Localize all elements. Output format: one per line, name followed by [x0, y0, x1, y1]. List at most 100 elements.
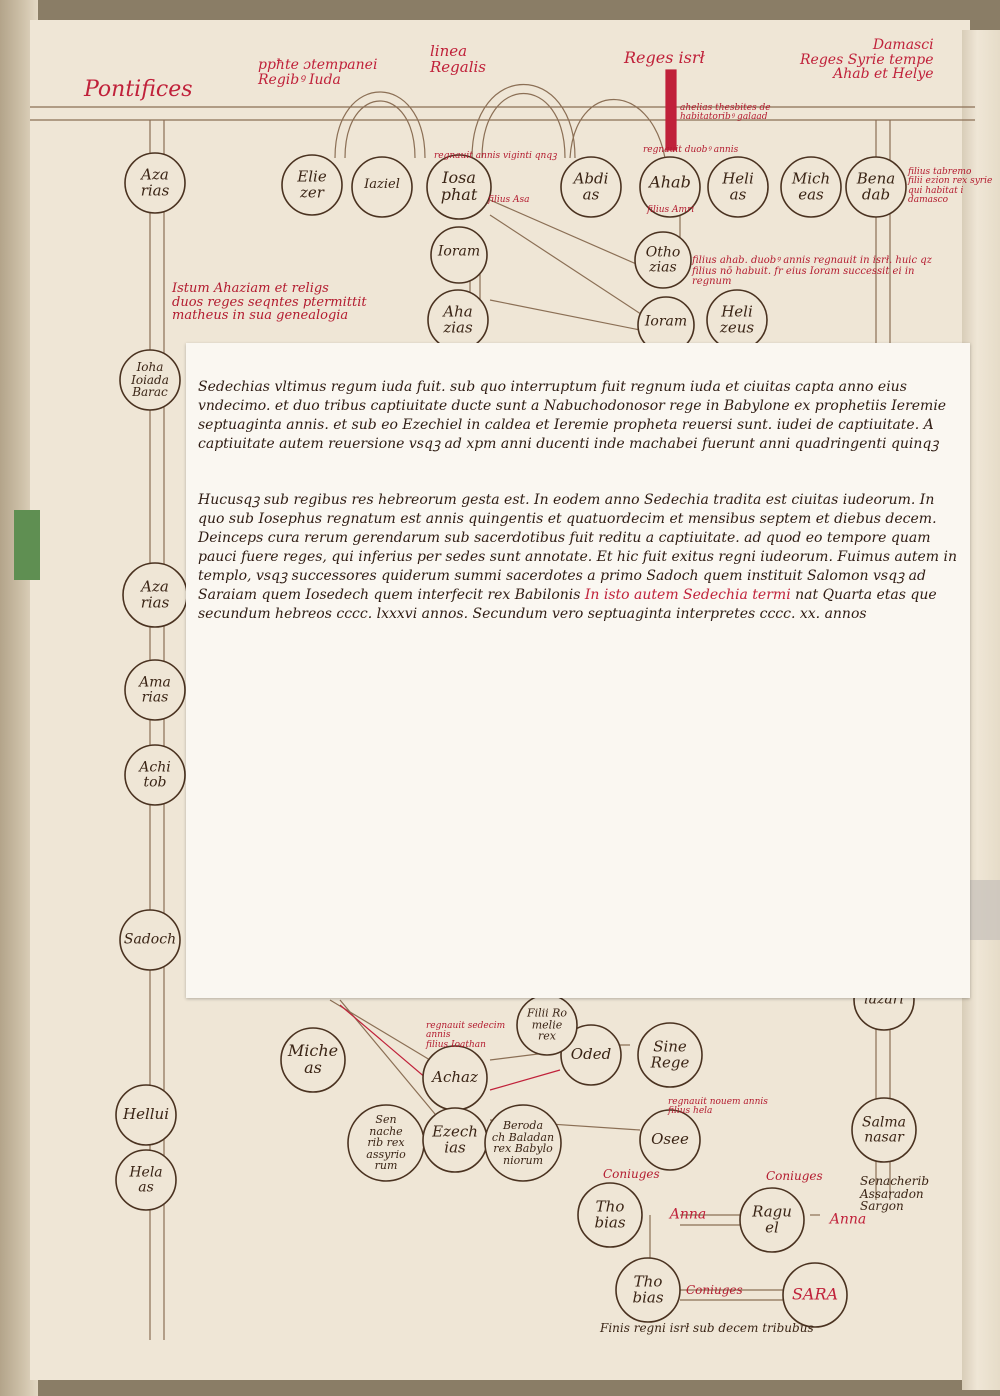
- circle-salmanassar: [851, 1097, 917, 1163]
- label-anna: Anna: [669, 1206, 707, 1223]
- label-anna-2: Anna: [829, 1211, 867, 1228]
- red-connector: [489, 1069, 561, 1091]
- label-sara: SARA: [791, 1284, 839, 1304]
- note-filius-amri: filius Amri: [647, 205, 695, 215]
- note-filius-asa: filius Asa: [488, 195, 530, 205]
- label-ezechias: Ezech ias: [432, 1122, 478, 1156]
- label-osee: Osee: [651, 1130, 689, 1149]
- arc-line: [471, 83, 576, 159]
- label-othozias: Otho zias: [645, 244, 681, 275]
- label-amarias: Ama rias: [139, 674, 171, 705]
- circle-amarias: [124, 659, 186, 721]
- circle-abdias: [560, 156, 622, 218]
- circle-ioram: [430, 226, 488, 284]
- connector: [489, 214, 651, 321]
- note-osee: regnauit nouem annis filius hela: [668, 1097, 768, 1117]
- label-heliseus: Heli zeus: [719, 302, 755, 336]
- header-prophete: ppħte ɔtempanei Regibꝰ Iuda: [258, 57, 378, 88]
- note-regnauit-ahab: regnauit duobꝰ annis: [643, 145, 739, 155]
- slip-paragraph-2-tail: nat Quarta etas que secundum hebreos ccc…: [198, 587, 937, 622]
- red-bar: [665, 69, 677, 151]
- circle-helias: [707, 156, 769, 218]
- circle-othozias: [634, 231, 692, 289]
- header-damasci: Damasci Reges Syrie tempe Ahab et Helye: [800, 37, 934, 83]
- label-sine-rege: Sine Rege: [650, 1037, 690, 1071]
- arc-line: [334, 91, 426, 159]
- label-achitob: Achi tob: [139, 759, 171, 790]
- note-coniuges-3: Coniuges: [686, 1283, 743, 1297]
- note-finis-regni: Finis regni isrł sub decem tribubus: [600, 1321, 814, 1335]
- circle-sadoch: [119, 909, 181, 971]
- label-ahab: Ahab: [649, 172, 691, 192]
- note-ahab: ahelias thesbites de habitatoribꝰ galaad: [680, 103, 771, 123]
- arc-line: [481, 92, 566, 159]
- label-azarias: Aza rias: [140, 165, 170, 199]
- slip-paragraph-1: Sedechias vltimus regum iuda fuit. sub q…: [198, 379, 947, 452]
- circle-ahab: [639, 156, 701, 218]
- label-iohas-ioiada: Ioha Ioiada Barac: [131, 360, 169, 400]
- label-achaz: Achaz: [432, 1068, 478, 1087]
- circle-sine-rege: [637, 1022, 703, 1088]
- circle-eliezer: [281, 154, 343, 216]
- label-thobias-2: Tho bias: [632, 1272, 664, 1306]
- note-regnauit-iosaphat: regnauit annis viginti qnqꝫ: [434, 151, 557, 161]
- connector: [339, 999, 441, 1121]
- slip-paragraph-2: Hucusqꝫ sub regibus res hebreorum gesta …: [198, 491, 958, 624]
- circle-berodach: [484, 1104, 562, 1182]
- label-hellui: Hellui: [122, 1105, 170, 1124]
- circle-sara: [782, 1262, 848, 1328]
- label-ioram: Ioram: [437, 243, 481, 260]
- note-ioram: filius ahab. duobꝰ annis regnauit in isr…: [692, 255, 932, 287]
- label-micheas-2: Miche as: [287, 1041, 339, 1077]
- circle-oded: [560, 1024, 622, 1086]
- note-istum-ahaziam: Istum Ahaziam et religs duos reges seqnt…: [172, 281, 367, 324]
- label-sadoch: Sadoch: [123, 931, 177, 948]
- circle-achitob: [124, 744, 186, 806]
- label-helias: Heli as: [722, 169, 754, 203]
- label-benadab: Bena dab: [856, 169, 896, 203]
- circle-thobias: [577, 1182, 643, 1248]
- label-azarias-2: Aza rias: [140, 577, 170, 611]
- label-ahazias: Aha zias: [443, 302, 473, 336]
- label-iosaphat: Iosa phat: [440, 168, 478, 204]
- label-thobias: Tho bias: [594, 1197, 626, 1231]
- slip-paragraph-2-main: Hucusqꝫ sub regibus res hebreorum gesta …: [198, 492, 957, 603]
- label-abdias: Abdi as: [573, 169, 609, 203]
- label-oded: Oded: [570, 1045, 612, 1064]
- connector: [489, 299, 641, 331]
- label-ioram-israel: Ioram: [644, 313, 688, 330]
- label-filii-romelie: Filii Ro melie rex: [526, 1006, 568, 1043]
- label-berodach: Beroda ch Baladan rex Babylo niorum: [491, 1118, 555, 1167]
- label-raguel: Ragu el: [752, 1202, 792, 1236]
- arc-line: [344, 100, 416, 159]
- label-iaziel: Iaziel: [364, 177, 400, 193]
- circle-raguel: [739, 1187, 805, 1253]
- note-achaz: regnauit sedecim annis filius Ioathan: [426, 1021, 506, 1050]
- label-salmanassar: Salma nasar: [861, 1114, 907, 1145]
- label-helias-2: Hela as: [129, 1164, 163, 1195]
- circle-hellui: [115, 1084, 177, 1146]
- note-senacherib: Senacherib Assaradon Sargon: [860, 1174, 930, 1214]
- note-coniuges-2: Coniuges: [766, 1169, 823, 1183]
- circle-iosaphat: [426, 154, 492, 220]
- circle-micheas: [780, 156, 842, 218]
- circle-azarias: [124, 152, 186, 214]
- arc-line: [569, 98, 666, 159]
- note-coniuges-1: Coniuges: [603, 1167, 660, 1181]
- circle-iaziel: [351, 156, 413, 218]
- circle-iohas: [119, 349, 181, 411]
- circle-micheas-2: [280, 1027, 346, 1093]
- label-sennacherib: Sen nache rib rex assyrio rum: [366, 1113, 406, 1173]
- circle-osee: [639, 1109, 701, 1171]
- label-eliezer: Elie zer: [297, 167, 327, 201]
- slip-paragraph-2-rubric: In isto autem Sedechia termi: [584, 587, 791, 603]
- header-reges-israel: Reges isrł: [624, 48, 705, 67]
- circle-helias-2: [115, 1149, 177, 1211]
- circle-benadab: [845, 156, 907, 218]
- circle-thobias-2: [615, 1257, 681, 1323]
- header-pontifices: Pontifices: [84, 77, 193, 102]
- header-linea-regalis: linea Regalis: [430, 42, 487, 76]
- pasted-text-slip: Sedechias vltimus regum iuda fuit. sub q…: [186, 343, 970, 998]
